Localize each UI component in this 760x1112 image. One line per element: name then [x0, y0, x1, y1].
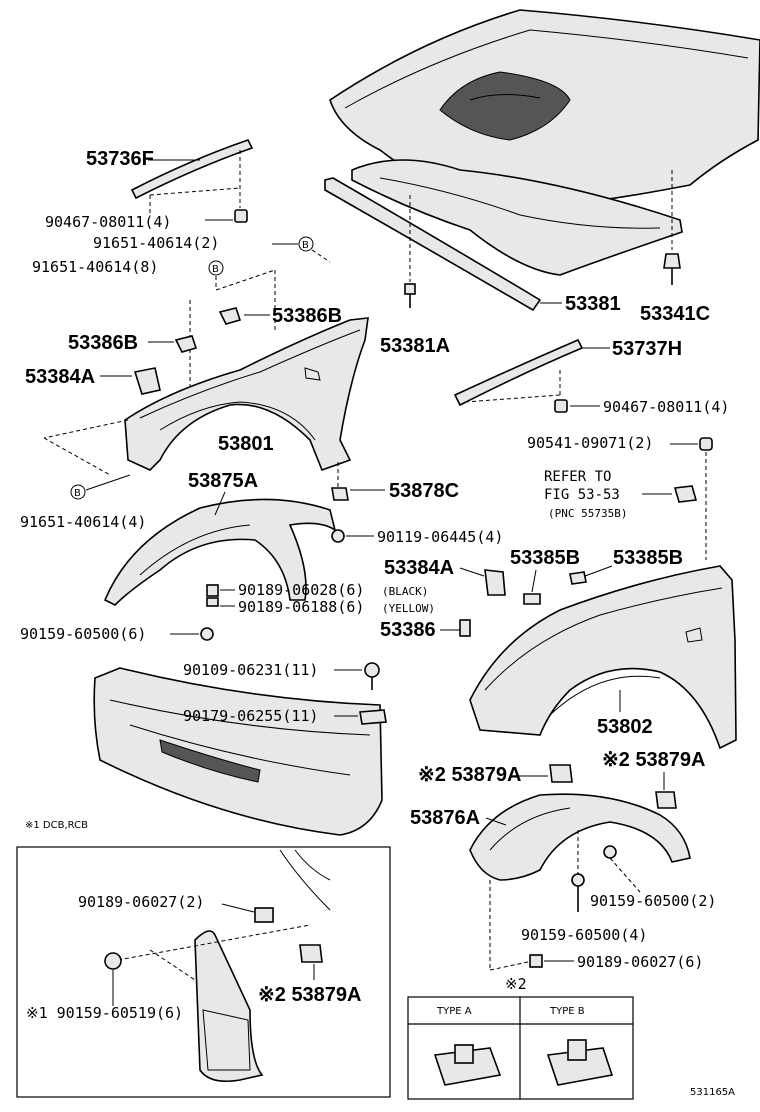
svg-text:B: B [74, 488, 81, 499]
label-90159-60500-2: 90159-60500(2) [590, 892, 716, 910]
label-53737H: 53737H [612, 338, 682, 360]
label-90119-06445: 90119-06445(4) [377, 528, 503, 546]
note-dcb-rcb: ※1 DCB,RCB [25, 820, 88, 831]
nut-90189-06027-2 [254, 907, 274, 923]
nut-90189-06027-6 [529, 954, 543, 968]
mudguard [194, 930, 264, 1083]
clip-53386B-b [174, 335, 198, 353]
label-53386B-a: 53386B [272, 305, 342, 327]
label-53384A-a: 53384A [25, 366, 95, 388]
bracket-53384A-b [484, 569, 506, 596]
label-53878C: 53878C [389, 480, 459, 502]
label-yellow: (YELLOW) [382, 602, 435, 615]
label-90189-06188: 90189-06188(6) [238, 598, 364, 616]
label-inset-53879A: ※2 53879A [258, 984, 362, 1006]
label-53341C: 53341C [640, 303, 710, 325]
label-53381A: 53381A [380, 335, 450, 357]
label-90159-60500-6: 90159-60500(6) [20, 625, 146, 643]
bolt-90109 [364, 662, 380, 690]
cushion-53341C [663, 253, 681, 285]
label-90189-06028: 90189-06028(6) [238, 581, 364, 599]
label-90109-06231: 90109-06231(11) [183, 661, 318, 679]
hood-insulator [351, 159, 683, 276]
clip-53385B-b [569, 571, 587, 585]
label-53385B-a: 53385B [510, 547, 580, 569]
label-90179-06255: 90179-06255(11) [183, 707, 318, 725]
bolt-90467-b [554, 399, 568, 413]
svg-text:B: B [212, 264, 219, 275]
screw-90119 [331, 529, 345, 543]
label-53386B-b: 53386B [68, 332, 138, 354]
refer-line-3: (PNC 55735B) [548, 507, 627, 520]
front-bumper [93, 667, 383, 836]
figure-code: 531165A [690, 1087, 735, 1098]
marker-b-1: B [298, 236, 314, 252]
bolt-90467-a [234, 209, 248, 223]
label-53879A-b: ※2 53879A [602, 749, 706, 771]
fender-53801 [124, 317, 369, 472]
label-53384A-b: 53384A [384, 557, 454, 579]
hood-panel [329, 9, 760, 207]
label-type-b: TYPE B [549, 1006, 585, 1017]
label-91651-40614-2: 91651-40614(2) [93, 234, 219, 252]
label-black: (BLACK) [382, 585, 428, 598]
nut-90179 [359, 709, 387, 725]
label-53381: 53381 [565, 293, 621, 315]
nut-inset-53879A [299, 944, 323, 963]
marker-b-3: B [70, 484, 86, 500]
screw-90159-2 [603, 845, 617, 859]
nut-53879A-b [655, 791, 677, 809]
label-inset-90159-60519: ※1 90159-60519(6) [26, 1004, 183, 1022]
screw-90159-6 [200, 627, 214, 641]
label-53875A: 53875A [188, 470, 258, 492]
strip-53736F [130, 139, 254, 200]
svg-text:B: B [302, 240, 309, 251]
fender-53802 [469, 565, 737, 750]
marker-b-2: B [208, 260, 224, 276]
nut-90189-a [206, 584, 219, 607]
label-53385B-b: 53385B [613, 547, 683, 569]
nut-type-b [546, 1039, 614, 1086]
label-90189-06027-6: 90189-06027(6) [577, 953, 703, 971]
bracket-53384A-a [133, 367, 161, 395]
label-53876A: 53876A [410, 807, 480, 829]
screw-90159-4 [571, 873, 585, 912]
label-91651-40614-4: 91651-40614(4) [20, 513, 146, 531]
screw-90159-60519 [104, 952, 122, 970]
clip-53386B-a [218, 307, 242, 325]
label-53879A-a: ※2 53879A [418, 764, 522, 786]
liner-53876A [469, 793, 691, 881]
label-90541-09071: 90541-09071(2) [527, 434, 653, 452]
label-90159-60500-4: 90159-60500(4) [521, 926, 647, 944]
inset-mudguard-box [16, 846, 391, 1098]
nut-53879A-a [549, 764, 573, 783]
refer-line-2: FIG 53-53 [544, 487, 620, 503]
label-53801: 53801 [218, 433, 274, 455]
label-inset-90189-06027-2: 90189-06027(2) [78, 893, 204, 911]
mark-2: ※2 [505, 975, 527, 993]
label-90467-08011-a: 90467-08011(4) [45, 213, 171, 231]
cushion-53386 [459, 619, 471, 637]
label-91651-40614-8: 91651-40614(8) [32, 258, 158, 276]
label-53386: 53386 [380, 619, 436, 641]
clip-53385B-a [523, 593, 541, 605]
label-53736F: 53736F [86, 148, 154, 170]
nut-type-a [433, 1044, 502, 1086]
seal-53381 [324, 177, 542, 312]
label-type-a: TYPE A [436, 1006, 472, 1017]
clip-53878C [331, 487, 349, 501]
strip-53737H [453, 338, 584, 407]
label-90467-08011-b: 90467-08011(4) [603, 398, 729, 416]
refer-line-1: REFER TO [544, 469, 611, 485]
grommet-55735B [673, 485, 698, 503]
clip-90541 [699, 437, 713, 451]
clip-53381A [404, 283, 416, 308]
label-53802: 53802 [597, 716, 653, 738]
liner-53875A [103, 498, 337, 606]
